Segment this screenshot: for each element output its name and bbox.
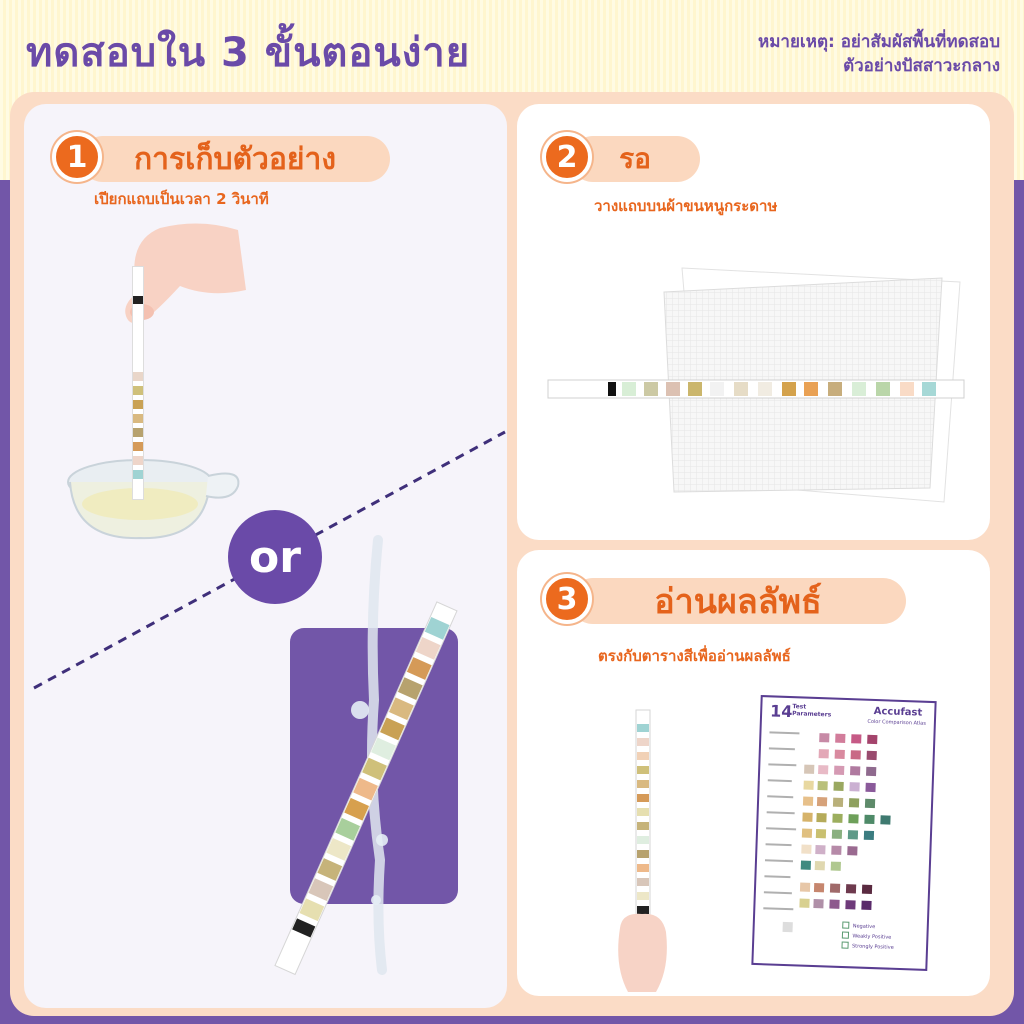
chart-legend: Negative Weakly Positive Strongly Positi… — [852, 921, 895, 952]
step-2-description: วางแถบบนผ้าขนหนูกระดาษ — [594, 197, 778, 215]
step-2-title: รอ — [570, 136, 700, 182]
step-1-description: เปียกแถบเป็นเวลา 2 วินาที — [94, 190, 269, 208]
test-strip-held — [618, 709, 667, 992]
note-line-2: ตัวอย่างปัสสาวะกลาง — [843, 56, 1000, 76]
note-line-1: หมายเหตุ: อย่าสัมผัสพื้นที่ทดสอบ — [758, 32, 1000, 52]
legend-strongly-positive: Strongly Positive — [851, 943, 894, 951]
step-1-number: 1 — [52, 132, 102, 182]
step-3-number: 3 — [542, 574, 592, 624]
strip-pads-vertical — [133, 296, 143, 479]
page-title: ทดสอบใน 3 ขั้นตอนง่าย — [26, 30, 471, 76]
note: หมายเหตุ: อย่าสัมผัสพื้นที่ทดสอบ ตัวอย่า… — [758, 30, 1000, 78]
step-2-number: 2 — [542, 132, 592, 182]
color-swatch-grid — [763, 731, 891, 949]
step-3-description: ตรงกับตารางสีเพื่ออ่านผลลัพธ์ — [598, 647, 791, 665]
test-strip-vertical — [132, 266, 144, 500]
color-chart-card: 14 Test Parameters Accufast Color Compar… — [751, 695, 937, 971]
step-3-title: อ่านผลลัพธ์ — [570, 578, 906, 624]
test-strip-horizontal — [547, 379, 965, 399]
or-badge: or — [228, 510, 322, 604]
step-1-title: การเก็บตัวอย่าง — [80, 136, 390, 182]
